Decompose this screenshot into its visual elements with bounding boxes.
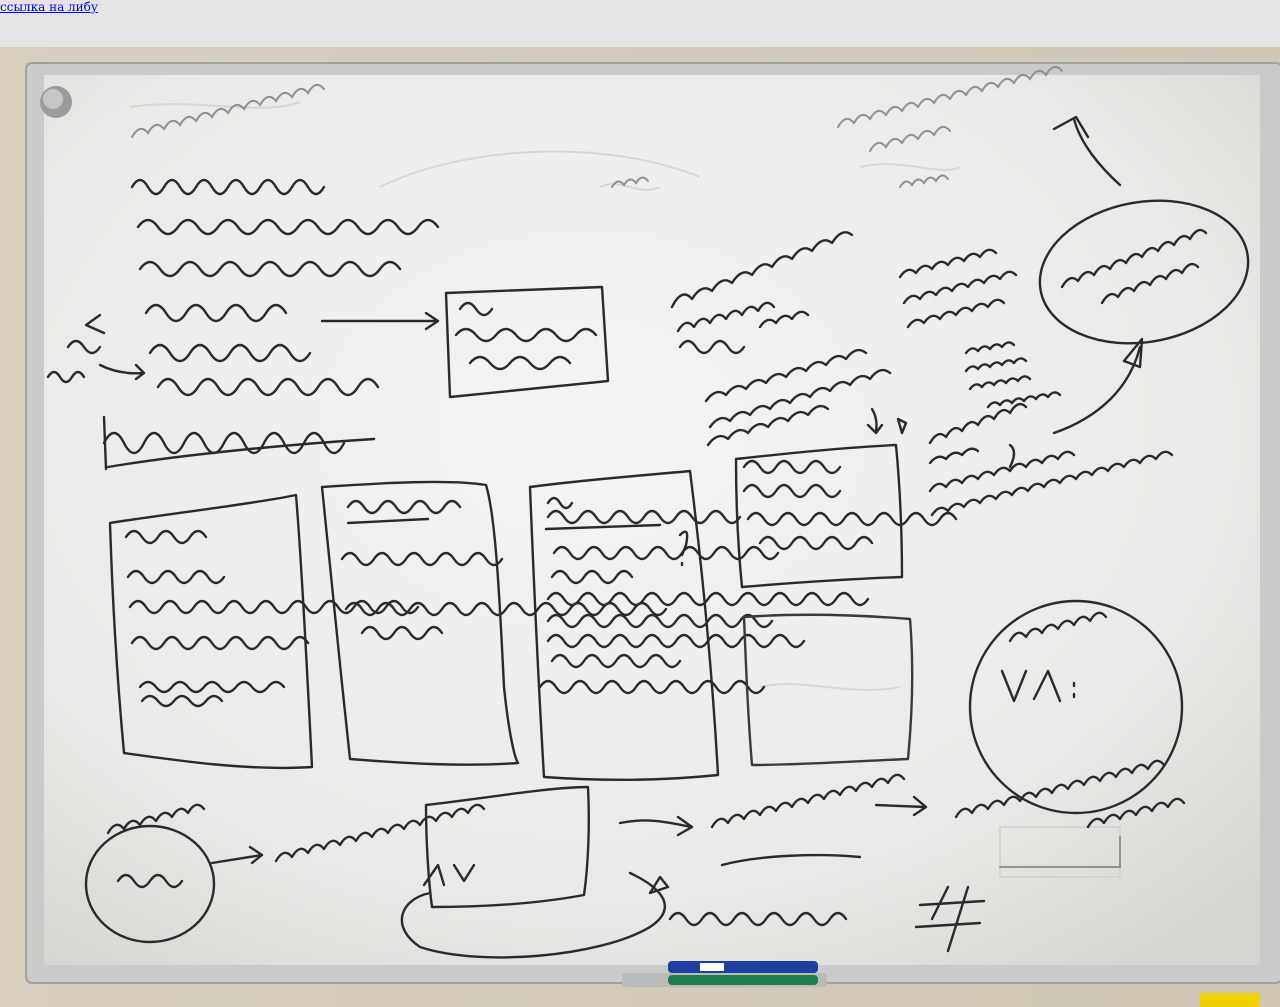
- sticker: [1200, 993, 1260, 1007]
- whiteboard-photo: [0, 47, 1280, 1007]
- handwriting: [46, 115, 1250, 959]
- top-bar: ссылка на либу: [0, 0, 1280, 47]
- board-surface: [44, 75, 1260, 965]
- gray-marker-writing: [131, 65, 1121, 868]
- marker-tray: [622, 961, 827, 987]
- magnet-icon: [40, 86, 72, 118]
- marker-icon: [668, 961, 818, 973]
- erased-marks: [129, 101, 1121, 878]
- marker-icon: [668, 975, 818, 985]
- library-link[interactable]: ссылка на либу: [0, 0, 98, 14]
